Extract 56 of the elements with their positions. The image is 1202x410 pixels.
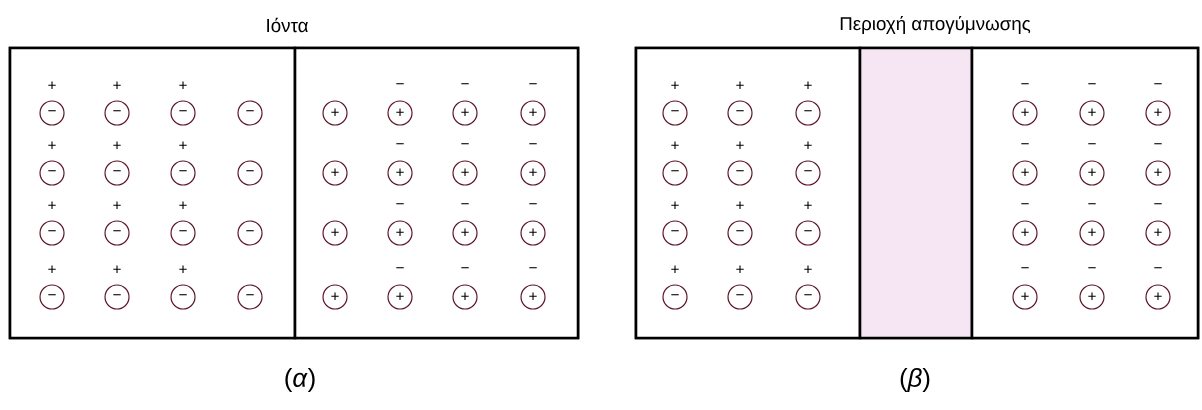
charge-sign: + [113,201,121,210]
charge-sign: + [804,81,812,90]
region-box [970,46,1200,340]
charge-sign: + [736,265,744,274]
charge-sign: + [671,81,679,90]
charge-sign: − [529,143,537,145]
charge-sign: + [179,141,187,150]
charge-sign: + [671,201,679,210]
charge-sign: − [396,267,404,269]
region-box [293,46,580,340]
charge-sign: + [48,265,56,274]
charge-sign: − [1088,267,1096,269]
charge-sign: + [671,265,679,274]
charge-sign: + [804,265,812,274]
charge-sign: − [461,267,469,269]
charge-sign: + [804,141,812,150]
charge-sign: − [461,203,469,205]
charge-sign: − [1088,83,1096,85]
panel-heading: Ιόντα [267,17,308,33]
charge-sign: + [113,141,121,150]
charge-sign: + [804,201,812,210]
charge-sign: − [1154,143,1162,145]
region-box [8,46,297,340]
charge-sign: − [461,143,469,145]
charge-sign: + [736,81,744,90]
charge-sign: + [736,141,744,150]
charge-sign: − [396,143,404,145]
charge-sign: − [1154,203,1162,205]
charge-sign: − [396,83,404,85]
charge-sign: − [529,203,537,205]
depletion-band [858,46,974,340]
charge-sign: − [461,83,469,85]
charge-sign: − [1021,203,1029,205]
charge-sign: − [1021,143,1029,145]
charge-sign: − [1154,267,1162,269]
charge-sign: + [179,265,187,274]
charge-sign: + [48,201,56,210]
charge-sign: − [1021,267,1029,269]
charge-sign: + [179,81,187,90]
region-box [634,46,862,340]
charge-sign: + [48,81,56,90]
charge-sign: + [48,141,56,150]
charge-sign: + [671,141,679,150]
charge-sign: − [1088,143,1096,145]
panel-caption: (β) [900,367,930,392]
charge-sign: − [396,203,404,205]
charge-sign: + [113,265,121,274]
charge-sign: − [529,267,537,269]
charge-sign: − [1021,83,1029,85]
charge-sign: + [736,201,744,210]
charge-sign: + [113,81,121,90]
charge-sign: + [179,201,187,210]
charge-sign: − [529,83,537,85]
charge-sign: − [1154,83,1162,85]
charge-sign: − [1088,203,1096,205]
panel-caption: (α) [285,367,315,392]
